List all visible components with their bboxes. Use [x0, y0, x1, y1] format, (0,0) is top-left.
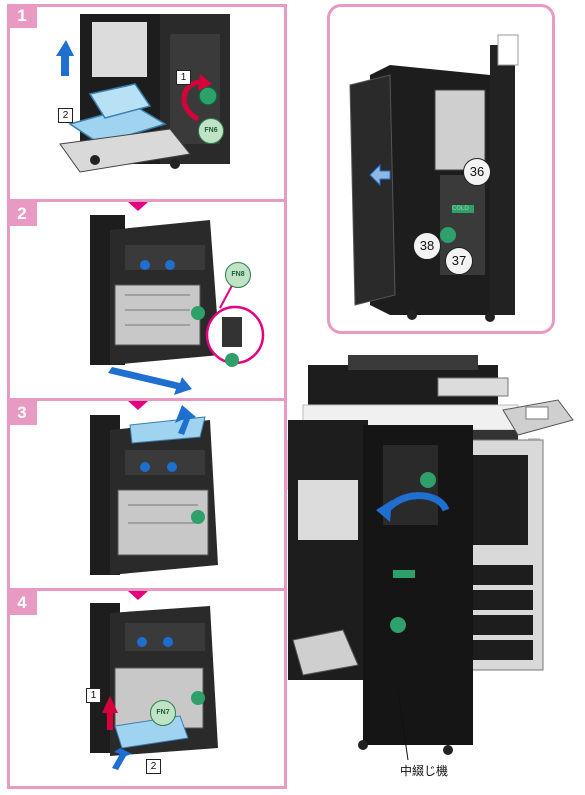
step-divider	[7, 398, 287, 401]
step-4-illustration	[90, 603, 218, 770]
machine-caption: 中綴じ機	[400, 764, 449, 778]
step-2-tab: 2	[7, 202, 37, 226]
step-1-illustration	[56, 14, 230, 173]
part-number-36: 36	[463, 158, 491, 186]
step-transition-arrow	[128, 591, 148, 600]
step-1-fn-label: FN6	[198, 118, 224, 144]
part-number-38: 38	[413, 232, 441, 260]
step-transition-arrow	[128, 202, 148, 211]
step-1-callout-2: 2	[58, 108, 73, 123]
part-number-37: 37	[445, 247, 473, 275]
detail-illustration	[349, 34, 519, 322]
step-4-tab: 4	[7, 591, 37, 615]
step-1-tab: 1	[7, 4, 37, 28]
detail-small-label: COLD	[452, 205, 469, 212]
step-divider	[7, 199, 287, 202]
step-3-illustration	[90, 405, 218, 575]
step-4-callout-1: 1	[86, 688, 101, 703]
step-transition-arrow	[128, 401, 148, 410]
machine-illustration	[288, 355, 574, 761]
step-2-illustration	[90, 215, 265, 395]
step-3-tab: 3	[7, 401, 37, 425]
step-4-callout-2: 2	[146, 759, 161, 774]
step-1-callout-1: 1	[176, 70, 191, 85]
step-4-fn-label: FN7	[150, 700, 176, 726]
step-2-fn-label: FN8	[225, 262, 251, 288]
step-divider	[7, 588, 287, 591]
